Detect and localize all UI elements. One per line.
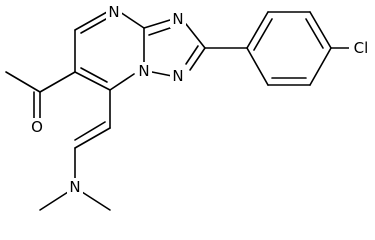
bond-c5-n4-double <box>80 18 107 34</box>
bond-vinyl1-vinyl2-double <box>74 121 106 141</box>
atom-o-carbonyl: O <box>31 118 43 136</box>
bond-n1-c2 <box>185 23 206 49</box>
bond-c2-n3 <box>189 47 206 71</box>
bond-ph1-ph2 <box>246 11 269 49</box>
bond-ph3-ph4-double <box>305 18 324 49</box>
atom-n-bridge: N <box>138 62 149 80</box>
bond-n8-c7 <box>109 73 135 91</box>
chemical-structure-diagram: N N N N O N Cl <box>5 3 373 211</box>
bond-c7-c6-double <box>80 67 108 83</box>
atom-cl-substituent: Cl <box>354 39 369 57</box>
bond-n-methyl-right <box>81 191 111 211</box>
bond-c2-n3-double <box>185 45 199 65</box>
bond-ph6-ph1 <box>246 47 269 86</box>
bond-set <box>5 11 351 211</box>
atom-n-amine: N <box>69 178 80 196</box>
bond-n4-c3a <box>119 11 145 29</box>
bond-n-methyl-left <box>39 191 69 211</box>
bond-ph3-ph4 <box>309 11 332 49</box>
bond-n3-n8 <box>151 71 173 77</box>
bond-ph1-ph2-double <box>253 18 273 51</box>
atom-n-triazole-upper: N <box>172 10 183 28</box>
bond-ph4-ph5 <box>309 47 332 86</box>
bond-c3a-n1-double <box>148 27 171 36</box>
bond-c3a-n1 <box>143 19 171 29</box>
atom-n-triazole-lower: N <box>172 67 183 85</box>
atom-labels: N N N N O N Cl <box>29 3 373 196</box>
atom-n-ring-top: N <box>108 3 119 21</box>
bond-c6-acyl <box>39 71 76 93</box>
bond-acyl-methyl <box>5 71 41 93</box>
bond-vinyl1-vinyl2 <box>74 127 111 149</box>
bond-c7-c6 <box>74 71 111 91</box>
bond-c5-n4 <box>74 11 108 31</box>
